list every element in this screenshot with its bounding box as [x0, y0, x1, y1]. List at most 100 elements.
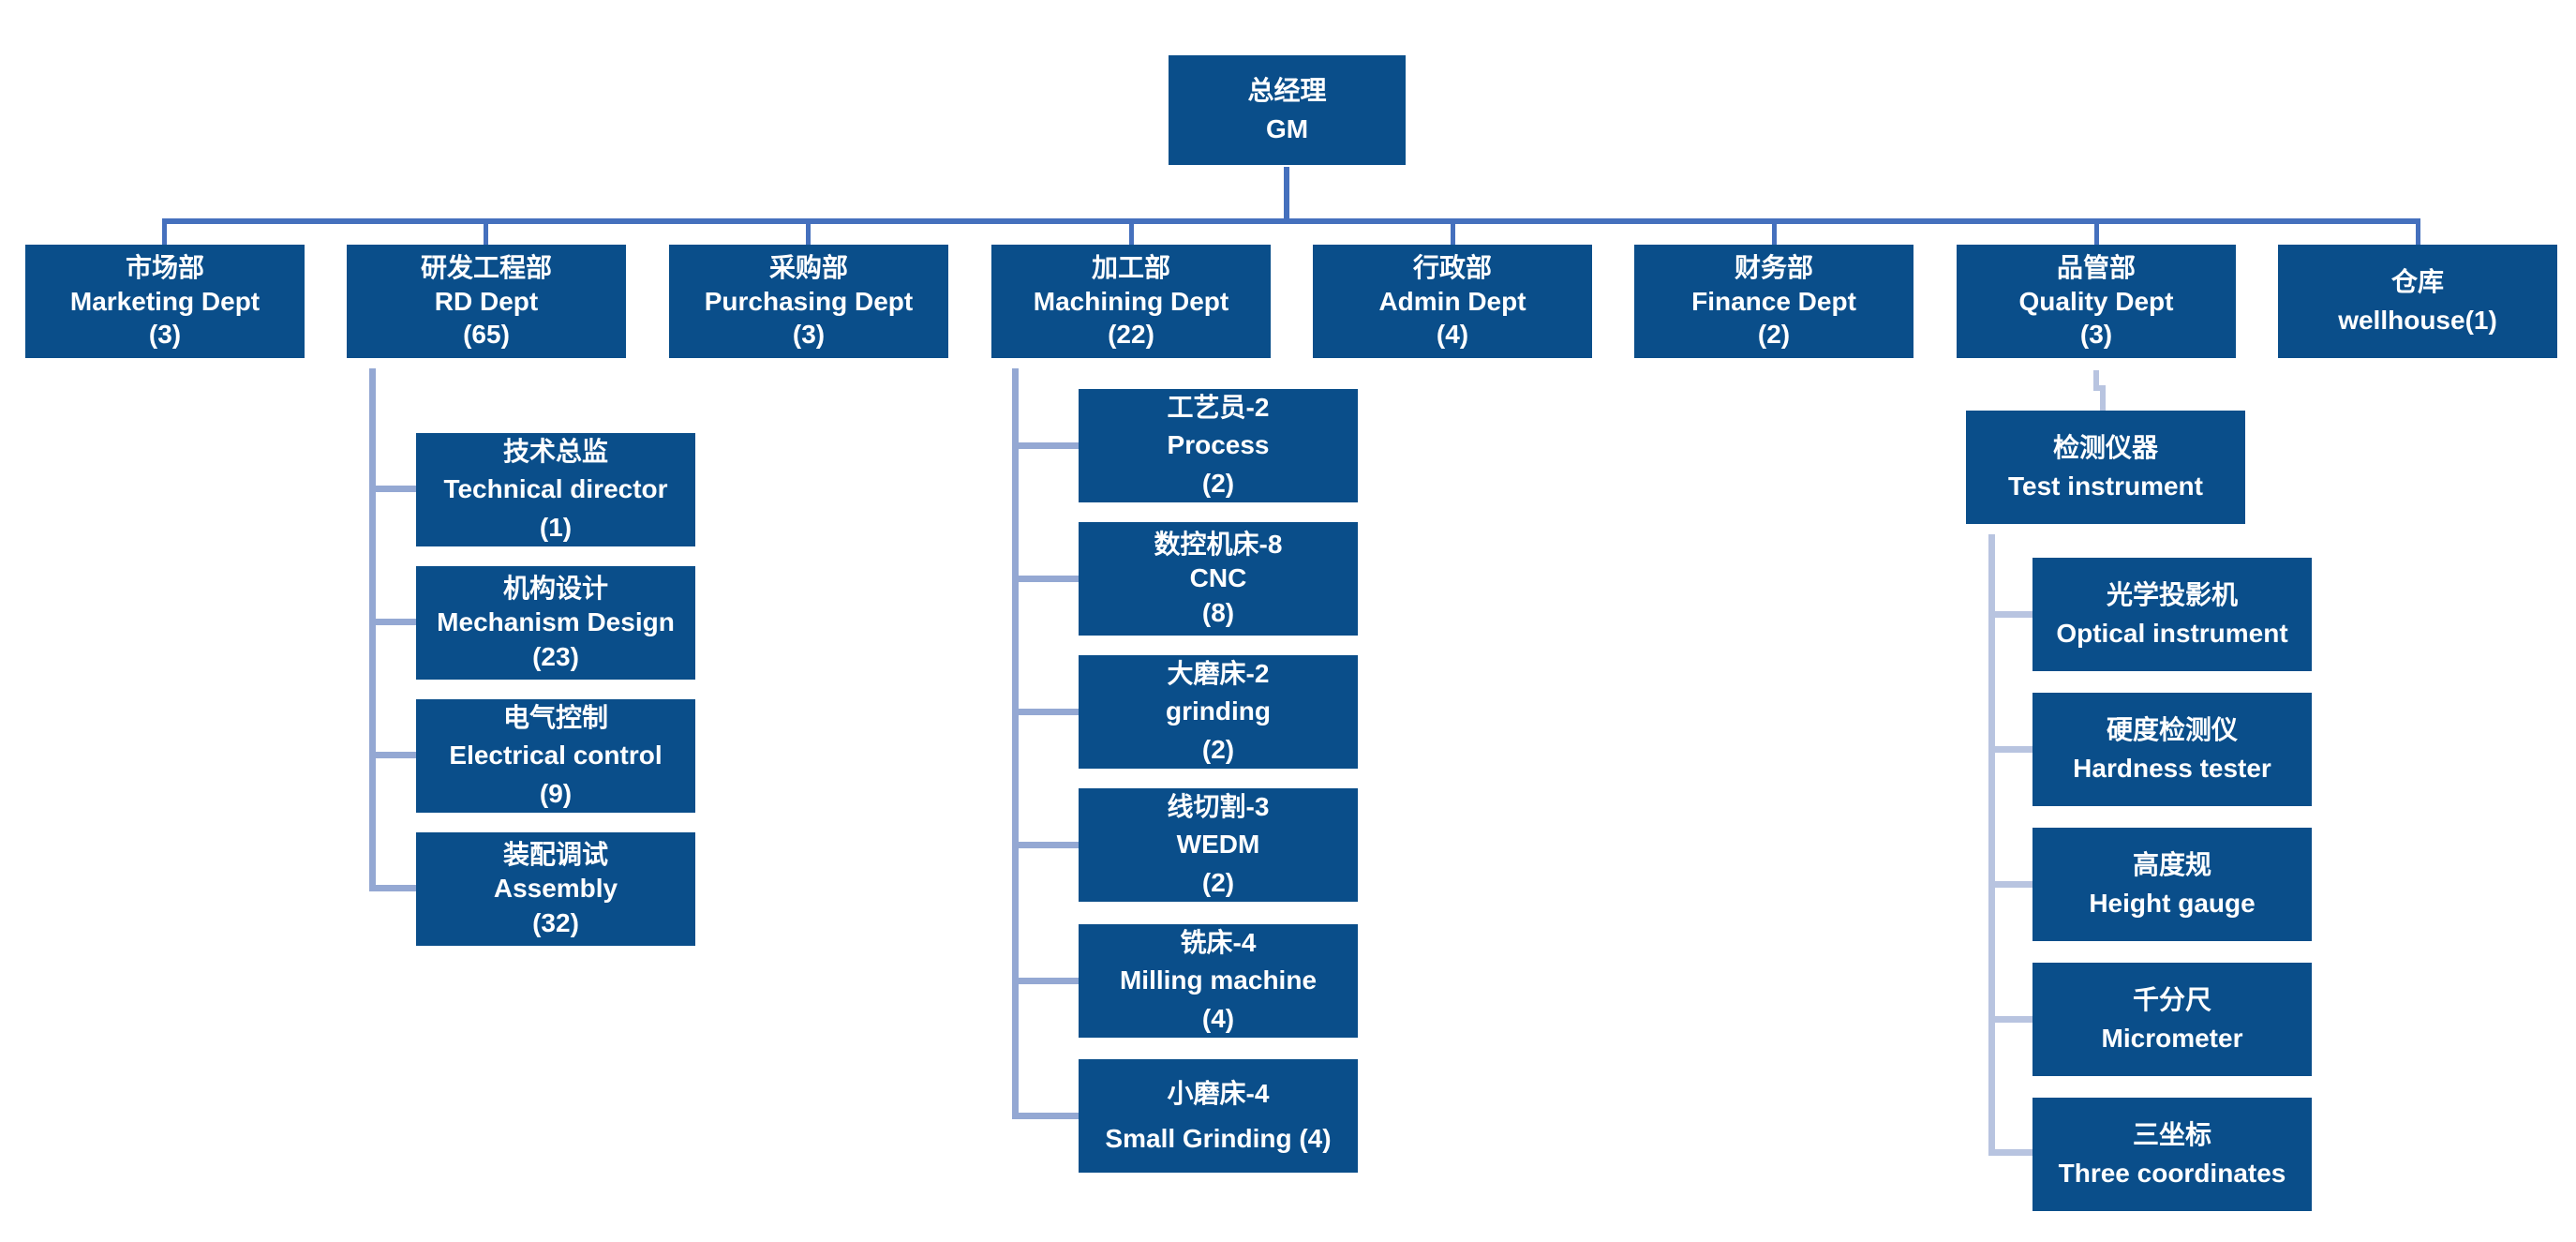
instrument-node: 硬度检测仪 Hardness tester — [2033, 693, 2312, 806]
node-cn-label: 三坐标 — [2132, 1119, 2211, 1149]
machining-spine-connector — [1012, 368, 1019, 1118]
node-en-label: Process — [1167, 430, 1270, 460]
node-count: (23) — [532, 641, 579, 671]
node-en-label: Height gauge — [2089, 888, 2256, 918]
instrument-branch-connector — [1988, 1149, 2033, 1156]
dept-node-rd: 研发工程部 RD Dept (65) — [347, 245, 626, 358]
node-en-label: RD Dept — [434, 286, 539, 316]
node-cn-label: 检测仪器 — [2052, 432, 2158, 462]
dept-drop-connector — [1129, 218, 1134, 245]
node-count: (2) — [1757, 320, 1791, 350]
node-en-label: Micrometer — [2101, 1023, 2243, 1053]
node-count: (32) — [532, 907, 579, 937]
rd-branch-connector — [369, 752, 416, 758]
machining-branch-connector — [1012, 442, 1079, 449]
node-en-label: Milling machine — [1119, 965, 1318, 995]
node-cn-label: 品管部 — [2056, 252, 2136, 282]
dept-node-machining: 加工部 Machining Dept (22) — [991, 245, 1271, 358]
node-en-label: CNC — [1189, 563, 1247, 593]
node-en-label: Machining Dept — [1033, 286, 1229, 316]
node-cn-label: 高度规 — [2132, 849, 2211, 879]
rd-branch-connector — [369, 486, 416, 492]
node-en-label: Test instrument — [2008, 471, 2203, 501]
node-en-label: Purchasing Dept — [704, 286, 914, 316]
machining-branch-connector — [1012, 1113, 1079, 1119]
gm-down-connector — [1284, 167, 1289, 223]
node-cn-label: 行政部 — [1412, 252, 1492, 282]
node-cn-label: 千分尺 — [2132, 984, 2211, 1014]
node-cn-label: 总经理 — [1247, 75, 1327, 105]
node-cn-label: 市场部 — [125, 252, 204, 282]
instrument-branch-connector — [1988, 611, 2033, 618]
machining-unit-node: 大磨床-2 grinding (2) — [1079, 655, 1358, 769]
node-count: (2) — [1201, 867, 1235, 897]
node-cn-label: 硬度检测仪 — [2106, 714, 2238, 744]
node-cn-label: 数控机床-8 — [1154, 529, 1283, 559]
instrument-node: 千分尺 Micrometer — [2033, 963, 2312, 1076]
node-count: (3) — [2079, 320, 2113, 350]
instrument-branch-connector — [1988, 1016, 2033, 1023]
node-count: (8) — [1201, 597, 1235, 627]
instrument-branch-connector — [1988, 881, 2033, 888]
machining-unit-node: 小磨床-4 Small Grinding (4) — [1079, 1059, 1358, 1173]
node-en-label: Hardness tester — [2073, 753, 2271, 783]
node-cn-label: 研发工程部 — [420, 252, 552, 282]
dept-node-purchasing: 采购部 Purchasing Dept (3) — [669, 245, 948, 358]
node-count: (2) — [1201, 734, 1235, 764]
gm-node: 总经理 GM — [1169, 55, 1406, 165]
dept-drop-connector — [2416, 218, 2420, 245]
node-cn-label: 线切割-3 — [1167, 791, 1270, 821]
node-cn-label: 电气控制 — [502, 702, 608, 732]
dept-drop-connector — [1451, 218, 1455, 245]
machining-unit-node: 线切割-3 WEDM (2) — [1079, 788, 1358, 902]
machining-branch-connector — [1012, 842, 1079, 848]
node-cn-label: 财务部 — [1734, 252, 1813, 282]
quality-step-connector — [2093, 385, 2106, 391]
dept-node-admin: 行政部 Admin Dept (4) — [1313, 245, 1592, 358]
dept-drop-connector — [484, 218, 488, 245]
node-count: (3) — [792, 320, 826, 350]
node-en-label: WEDM — [1176, 830, 1260, 860]
machining-unit-node: 铣床-4 Milling machine (4) — [1079, 924, 1358, 1038]
rd-unit-node: 电气控制 Electrical control (9) — [416, 699, 695, 813]
dept-node-quality: 品管部 Quality Dept (3) — [1957, 245, 2236, 358]
node-cn-label: 小磨床-4 — [1167, 1078, 1270, 1108]
node-count: (4) — [1436, 320, 1469, 350]
dept-node-warehouse: 仓库 wellhouse(1) — [2278, 245, 2557, 358]
machining-branch-connector — [1012, 709, 1079, 715]
quality-step-connector — [2093, 370, 2099, 389]
instrument-node: 三坐标 Three coordinates — [2033, 1098, 2312, 1211]
node-cn-label: 装配调试 — [502, 839, 608, 869]
rd-unit-node: 机构设计 Mechanism Design (23) — [416, 566, 695, 680]
rd-branch-connector — [369, 885, 416, 891]
test-instrument-node: 检测仪器 Test instrument — [1966, 411, 2245, 524]
node-en-label: wellhouse(1) — [2338, 305, 2497, 335]
dept-drop-connector — [2094, 218, 2099, 245]
machining-unit-node: 工艺员-2 Process (2) — [1079, 389, 1358, 502]
node-en-label: Assembly — [493, 874, 618, 904]
node-count: (3) — [148, 320, 182, 350]
rd-spine-connector — [369, 368, 376, 891]
node-count: (22) — [1108, 320, 1154, 350]
dept-drop-connector — [806, 218, 811, 245]
rd-unit-node: 技术总监 Technical director (1) — [416, 433, 695, 546]
node-cn-label: 加工部 — [1091, 252, 1170, 282]
dept-drop-connector — [1772, 218, 1777, 245]
node-en-label: grinding — [1166, 696, 1271, 726]
machining-branch-connector — [1012, 576, 1079, 582]
instrument-node: 高度规 Height gauge — [2033, 828, 2312, 941]
node-en-label: GM — [1265, 113, 1309, 143]
node-en-label: Optical instrument — [2056, 618, 2288, 648]
node-cn-label: 仓库 — [2390, 266, 2444, 296]
node-en-label: Mechanism Design — [437, 607, 675, 637]
node-en-label: Electrical control — [449, 741, 663, 771]
node-en-label: Marketing Dept — [69, 286, 261, 316]
instrument-spine-connector — [1988, 534, 1995, 1155]
node-count: (1) — [539, 512, 573, 542]
department-bus-line — [162, 218, 2420, 224]
dept-node-finance: 财务部 Finance Dept (2) — [1634, 245, 1913, 358]
machining-unit-node: 数控机床-8 CNC (8) — [1079, 522, 1358, 636]
instrument-node: 光学投影机 Optical instrument — [2033, 558, 2312, 671]
node-count: (2) — [1201, 468, 1235, 498]
